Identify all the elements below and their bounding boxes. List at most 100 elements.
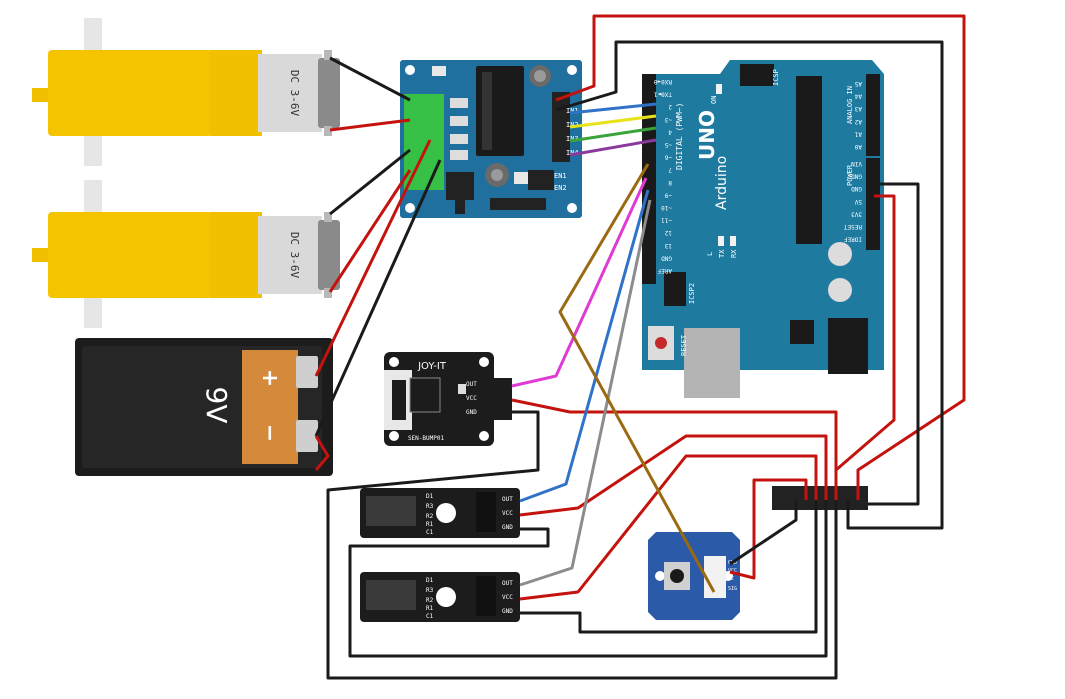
wire-grove-vcc [729,478,808,580]
on-led-label: ON [710,96,718,104]
icsp-label: ICSP [772,69,780,86]
ir2-part-r3: R3 [426,587,434,594]
battery-minus-label: − [257,424,282,442]
wire-ir1-gnd [348,500,828,658]
digital-pin-label-9: ~9 [664,191,672,198]
digital-pin-label-13: 13 [664,242,672,249]
driver-pin-in2: IN2 [566,121,579,129]
arduino-uno: Arduino UNO DIGITAL (PWM~) ANALOG IN POW… [642,60,884,398]
analog-pin-label-1: A4 [854,93,862,100]
power-pin-label-2: GND [851,185,862,192]
wire-in3-green [569,126,657,143]
driver-pin-en2: EN2 [554,184,567,192]
wires [314,14,966,680]
arduino-brand: Arduino [714,156,730,210]
ir2-part-c1: C1 [426,613,434,620]
wire-top-red [555,14,966,500]
wire-motor1-black [329,56,411,102]
ir1-pin-vcc: VCC [502,510,513,517]
digital-header-label: DIGITAL (PWM~) [675,103,684,170]
digital-pin-label-6: ~6 [664,154,672,161]
power-pin-label-5: RESET [844,223,862,230]
digital-pin-label-7: 7 [668,166,672,173]
battery-plus-label: + [257,369,282,387]
ir1-part-r2: R2 [426,513,434,520]
ir-sensor-1: D1 R3 R2 R1 C1 OUT VCC GND [360,488,520,538]
power-pin-label-6: IOREF [844,236,862,243]
battery-voltage-label: 9V [200,387,233,424]
wire-grove-gnd [729,500,798,566]
analog-pin-label-4: A1 [854,130,862,137]
ir2-pin-gnd: GND [502,608,513,615]
wire-motor2-red [328,169,412,293]
ir1-part-c1: C1 [426,529,434,536]
bumper-sensor: JOY-IT SEN-BUMP01 OUT VCC GND [384,352,512,446]
power-header-label: POWER [846,164,854,186]
wire-bumper-gnd [326,410,838,680]
wire-ir2-vcc [519,454,818,601]
digital-pin-label-4: 4 [668,128,672,135]
ir1-pin-out: OUT [502,496,513,503]
dc-motor-1: DC 3-6V [32,18,340,166]
bumper-brand: JOY-IT [417,361,447,372]
driver-pin-in4: IN4 [566,149,579,157]
grove-pin-nc: NC [728,576,734,582]
digital-pin-label-3: ~3 [664,116,672,123]
arduino-model: UNO [695,110,719,160]
driver-pin-en1: EN1 [554,172,567,180]
ir2-part-r2: R2 [426,597,434,604]
digital-pin-label-11: ~11 [661,217,672,224]
tx-led-label: TX [718,249,726,258]
wire-motor1-red [329,118,411,132]
ir2-part-r1: R1 [426,605,434,612]
power-pin-label-4: 3V3 [851,210,862,217]
rx-led-label: RX [730,249,738,258]
wire-battery-red [314,139,432,377]
analog-pin-label-3: A2 [854,118,862,125]
reset-label: RESET [680,334,688,356]
motor-driver-board: IN1 IN2 IN3 IN4 EN1 EN2 [400,60,582,218]
analog-pin-label-0: A5 [854,80,862,87]
digital-pin-label-8: 8 [668,179,672,186]
driver-pin-in3: IN3 [566,135,579,143]
ir1-part-r3: R3 [426,503,434,510]
wire-arduino-gnd [868,182,920,506]
digital-pin-label-2: 2 [668,103,672,110]
ir2-part-d1: D1 [426,577,434,584]
wire-ir2-out [519,199,652,587]
ir1-part-r1: R1 [426,521,434,528]
wire-motor2-black [329,148,411,216]
wire-grove-sig [558,163,716,593]
digital-pin-label-1: TX0►1 [654,91,672,98]
wire-bumper-out [511,177,648,388]
motor-1-label: DC 3-6V [288,70,301,117]
motor-2-label: DC 3-6V [288,232,301,279]
dc-motor-2: DC 3-6V [32,180,340,328]
header-strip [772,486,868,510]
digital-pin-label-14: GND [661,254,672,261]
digital-pin-label-12: 12 [664,229,672,236]
grove-sensor-module: GND VCC NC SIG [648,532,740,620]
analog-pin-label-2: A3 [854,105,862,112]
driver-pin-in1: IN1 [566,107,579,115]
bumper-pin-vcc: VCC [466,395,477,402]
digital-pin-label-0: RX0◄0 [654,78,672,85]
bumper-pin-gnd: GND [466,409,477,416]
wire-in1-blue [569,102,657,115]
wire-in4-purple [569,138,657,157]
l-led-label: L [706,252,714,256]
wire-bumper-vcc [511,398,838,500]
wire-battery-black [314,159,442,437]
grove-pin-sig: SIG [728,586,737,592]
power-pin-label-3: 5V [854,198,862,205]
digital-pin-label-5: ~5 [664,141,672,148]
battery-9v: + − 9V [75,338,333,476]
digital-pin-label-10: ~10 [661,204,672,211]
wire-in2-yellow [569,114,657,129]
grove-pin-vcc: VCC [728,568,737,574]
wire-top-black [555,40,944,530]
power-pin-label-0: VIN [851,160,862,167]
